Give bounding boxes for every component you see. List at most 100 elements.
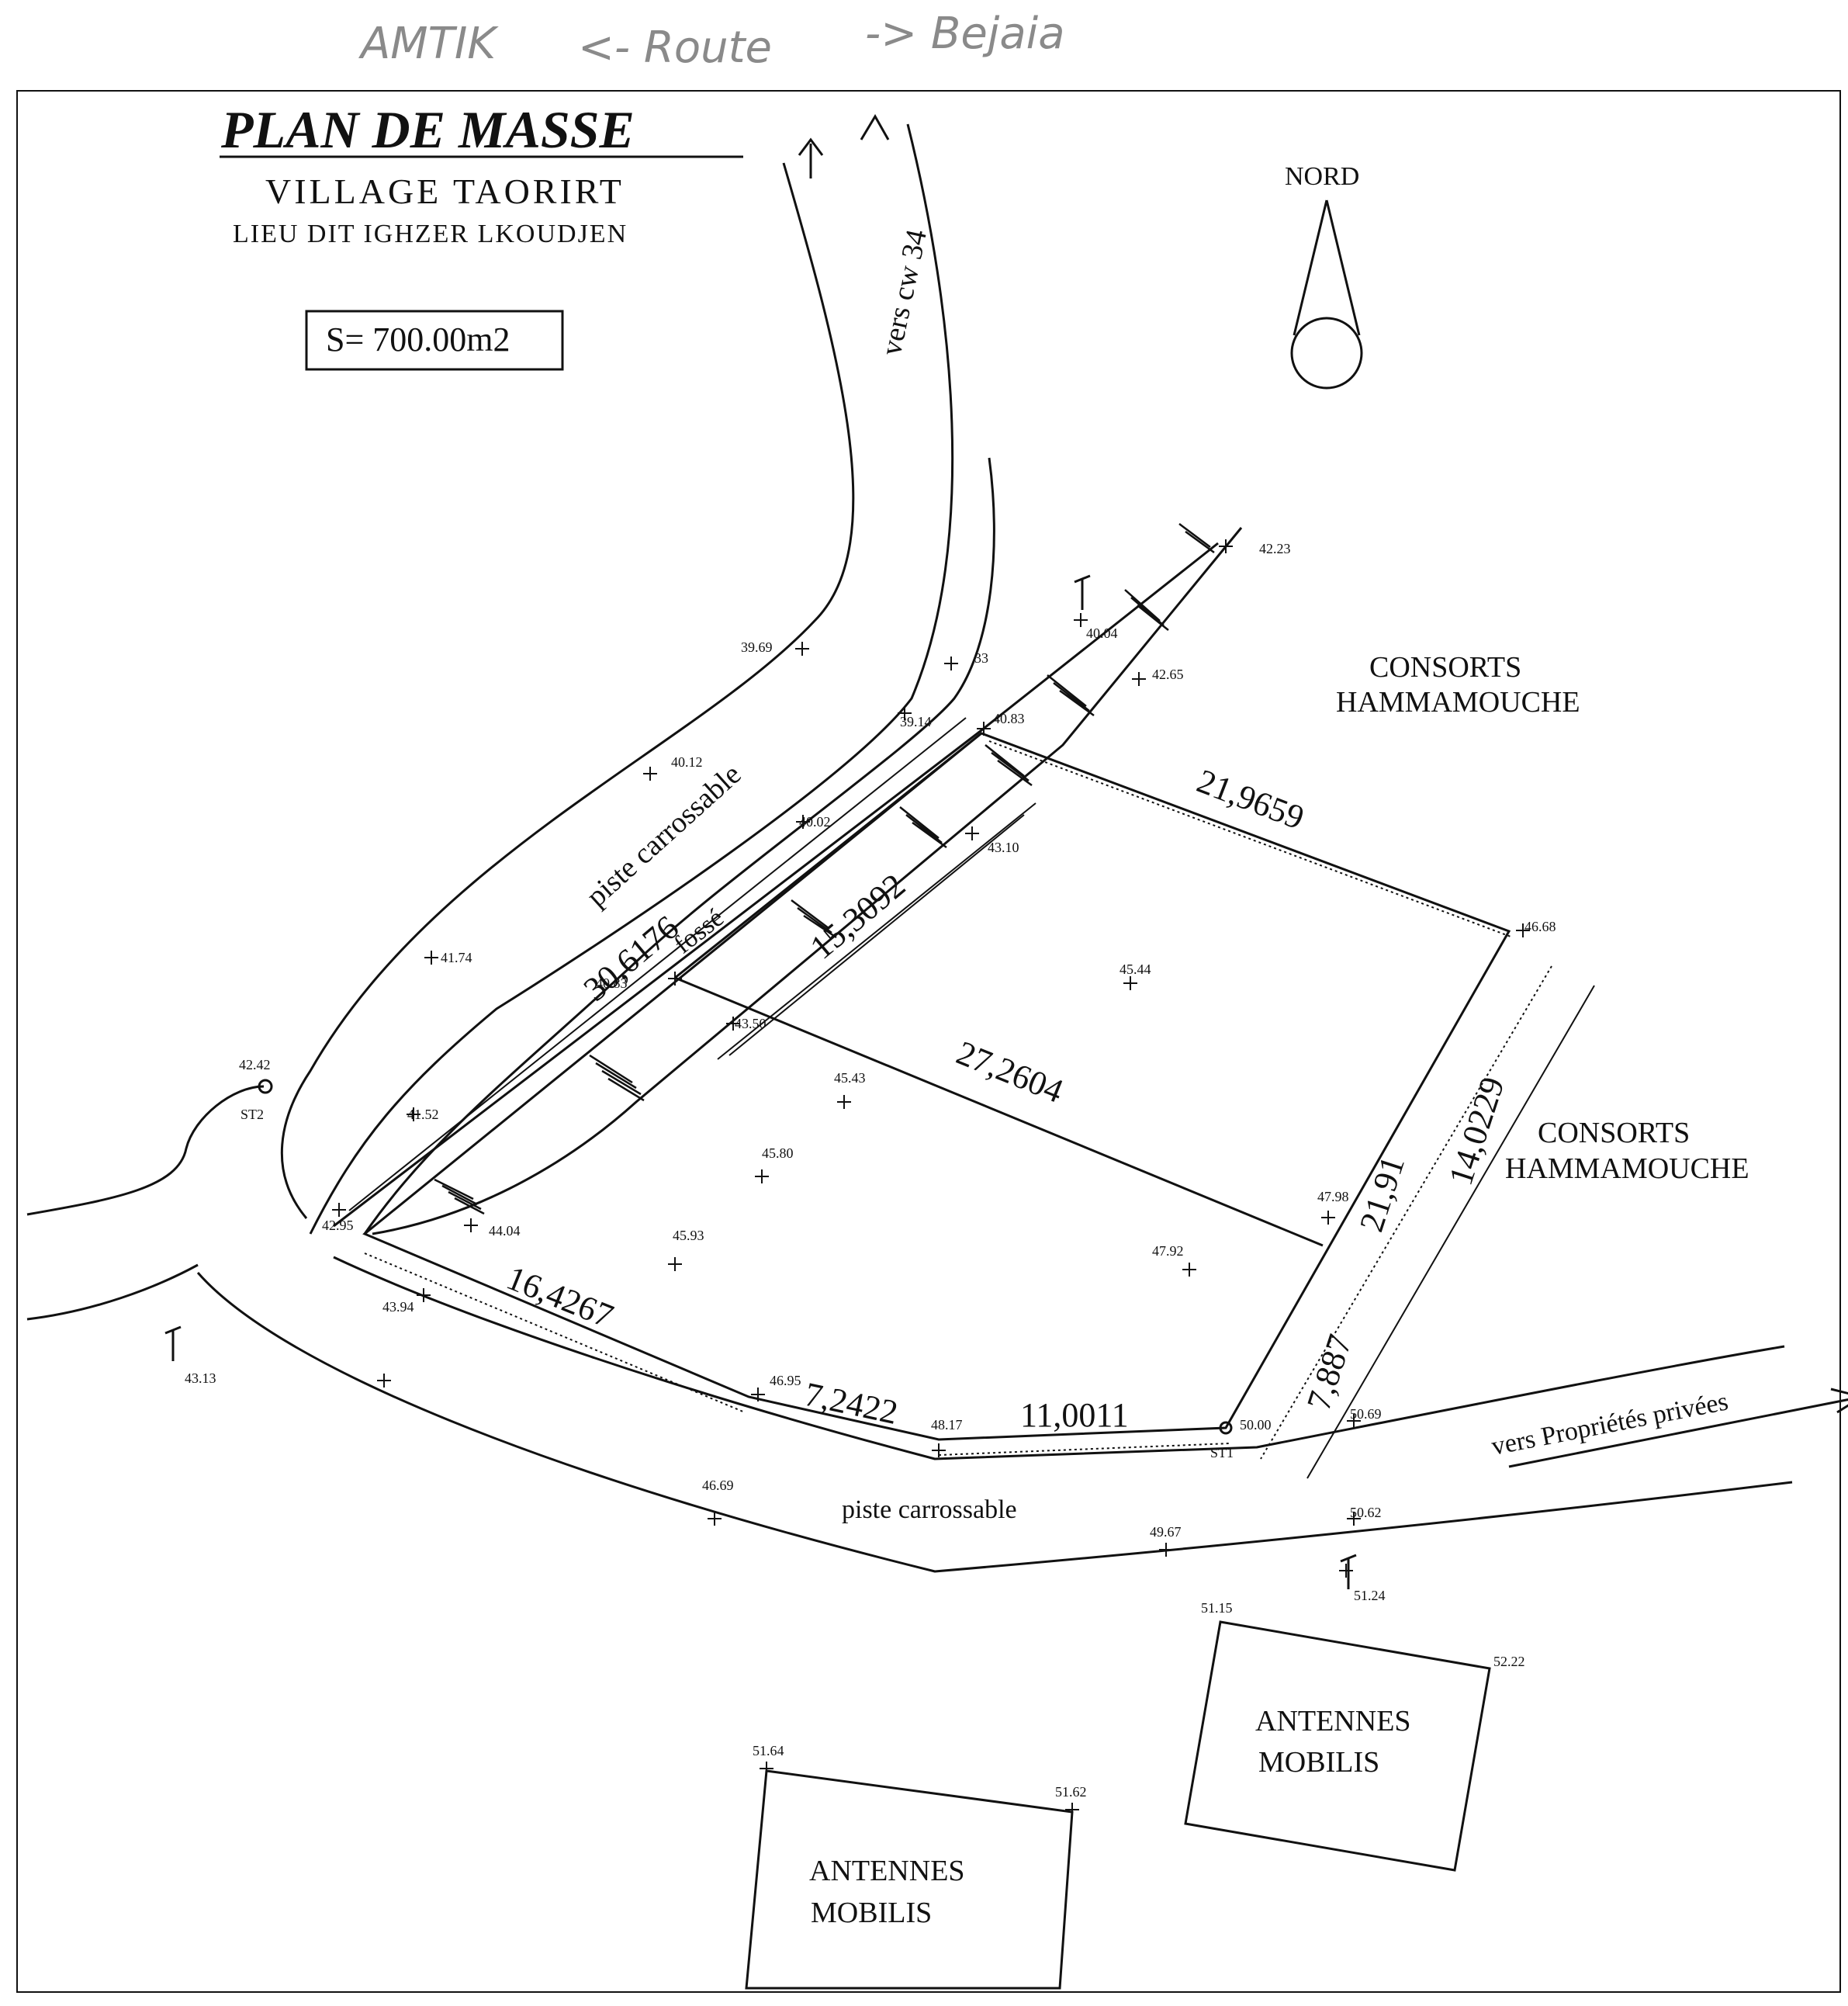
- dim-line-d1: [988, 740, 1514, 938]
- elevation-label: 39.69: [741, 639, 773, 655]
- elevation-label: 46.95: [770, 1373, 801, 1388]
- antenna-building-right: [1184, 1620, 1491, 1872]
- elevation-label: 42.95: [322, 1218, 354, 1233]
- road-cw34-arrow-right: [860, 114, 890, 140]
- dim-line-d10b: [717, 802, 1036, 1060]
- benchmark-markers: [164, 574, 1357, 1589]
- elevation-point-marker: [643, 767, 657, 781]
- elevation-label: 43.94: [382, 1299, 414, 1315]
- parcel-boundary: [362, 732, 1511, 1441]
- elevation-point-marker: [1132, 672, 1146, 686]
- dim-label-d9: 30,6176: [576, 908, 686, 1008]
- elevation-point-marker: [377, 1374, 391, 1388]
- dim-line-d6: [1260, 965, 1552, 1460]
- elevation-label: 40.83: [596, 975, 628, 991]
- surface-value: S= 700.00m2: [326, 320, 510, 359]
- elevation-label: 43.10: [988, 840, 1019, 855]
- elevation-label: 48.17: [931, 1417, 963, 1433]
- elevation-points: [332, 539, 1530, 1817]
- ditch-hatch: [589, 1054, 645, 1102]
- station-st1-marker: [1219, 1421, 1233, 1435]
- elevation-label: 51.24: [1354, 1588, 1386, 1603]
- benchmark-icon: [1340, 1554, 1357, 1589]
- ditch-outer: [333, 542, 1219, 1228]
- elevation-label: 50.62: [1350, 1505, 1382, 1520]
- elevation-point-marker: [965, 826, 979, 840]
- benchmark-icon: [1074, 574, 1091, 610]
- dim-label-d5: 11,0011: [1020, 1396, 1129, 1434]
- village-name: VILLAGE TAORIRT: [265, 171, 625, 211]
- road-cw34-outer-left: [280, 162, 855, 1219]
- elevation-point-marker: [1219, 539, 1233, 553]
- handwritten-amtik: AMTIK: [358, 19, 499, 69]
- elevation-label: 40.02: [799, 814, 831, 830]
- road-west-upper: [26, 1085, 265, 1216]
- elevation-point-marker: [417, 1288, 431, 1302]
- elevation-label: 41.74: [441, 950, 472, 965]
- ditch-hatch: [899, 806, 947, 849]
- ditch-hatch: [791, 899, 837, 939]
- elevation-labels: 42.23 40.04 42.65 33 39.69 39.14 40.83 4…: [185, 541, 1556, 1800]
- elevation-point-marker: [751, 1388, 765, 1401]
- elevation-point-marker: [1321, 1211, 1335, 1225]
- surface-box: [305, 310, 564, 371]
- elevation-point-marker: [1182, 1263, 1196, 1277]
- antenna-left-line2: MOBILIS: [811, 1897, 932, 1929]
- dim-line-d9: [348, 717, 967, 1211]
- elevation-label: 46.68: [1524, 919, 1556, 934]
- private-road-label: vers Propriétés privées: [1489, 1387, 1730, 1460]
- elevation-label: 51.15: [1201, 1600, 1233, 1616]
- road-cw34-arrow: [798, 137, 824, 178]
- road-cw34-outer-right: [363, 457, 995, 1235]
- dim-label-d7: 14,0229: [1441, 1072, 1512, 1190]
- north-label: NORD: [1285, 162, 1359, 191]
- ditch-hatch: [434, 1178, 485, 1215]
- elevation-label: 40.83: [993, 711, 1025, 726]
- elevation-point-marker: [977, 722, 991, 736]
- north-arrow-icon: [1293, 199, 1361, 336]
- elevation-point-marker: [1516, 923, 1530, 937]
- sheet-frame: [16, 90, 1841, 1993]
- elevation-label: 50.69: [1350, 1406, 1382, 1422]
- elevation-label: 42.65: [1152, 667, 1184, 682]
- handwritten-bejaia: -> Bejaia: [865, 9, 1065, 59]
- elevation-label: 39.14: [900, 714, 932, 729]
- elevation-label: 40.04: [1086, 625, 1118, 641]
- ditch-hatch: [985, 744, 1033, 787]
- neighbour-lower-line2: HAMMAMOUCHE: [1505, 1152, 1749, 1185]
- elevation-label: 45.93: [673, 1228, 704, 1243]
- plan-title: PLAN DE MASSE: [220, 100, 635, 159]
- elevation-label: 44.04: [489, 1223, 521, 1239]
- station-st2-label: ST2: [241, 1107, 264, 1122]
- elevation-label: 47.92: [1152, 1243, 1184, 1259]
- dim-line-d7: [1306, 985, 1595, 1479]
- north-arrow-circle: [1290, 317, 1363, 390]
- elevation-label: 33: [974, 650, 988, 666]
- elevation-point-marker: [755, 1169, 769, 1183]
- elevation-point-marker: [898, 706, 912, 720]
- elevation-point-marker: [668, 1257, 682, 1271]
- elevation-point-marker: [944, 657, 958, 670]
- elevation-point-marker: [668, 972, 682, 986]
- elevation-label: 41.52: [407, 1107, 439, 1122]
- dim-label-d4: 7,2422: [801, 1375, 902, 1432]
- elevation-point-marker: [1123, 976, 1137, 990]
- neighbour-upper-line1: CONSORTS: [1369, 651, 1521, 684]
- ditch-hatch: [1178, 523, 1215, 554]
- elevation-point-marker: [837, 1095, 851, 1109]
- neighbour-upper-line2: HAMMAMOUCHE: [1336, 686, 1580, 719]
- elevation-label: 46.69: [702, 1478, 734, 1493]
- elevation-label: 49.67: [1150, 1524, 1182, 1540]
- ditch-hatch: [1047, 674, 1095, 717]
- elevation-label: 42.42: [239, 1057, 271, 1072]
- elevation-point-marker: [1074, 613, 1088, 627]
- dim-label-d6: 21,91: [1352, 1152, 1412, 1236]
- road-cw34-inner: [309, 123, 954, 1235]
- ditch-inner: [372, 527, 1243, 1235]
- elevation-label: 43.13: [185, 1370, 216, 1386]
- elevation-label: 47.98: [1317, 1189, 1349, 1204]
- elevation-point-marker: [708, 1512, 722, 1526]
- elevation-label: 43.50: [735, 1016, 767, 1031]
- road-west-lower: [26, 1263, 199, 1321]
- dim-label-d3: 16,4267: [501, 1259, 618, 1336]
